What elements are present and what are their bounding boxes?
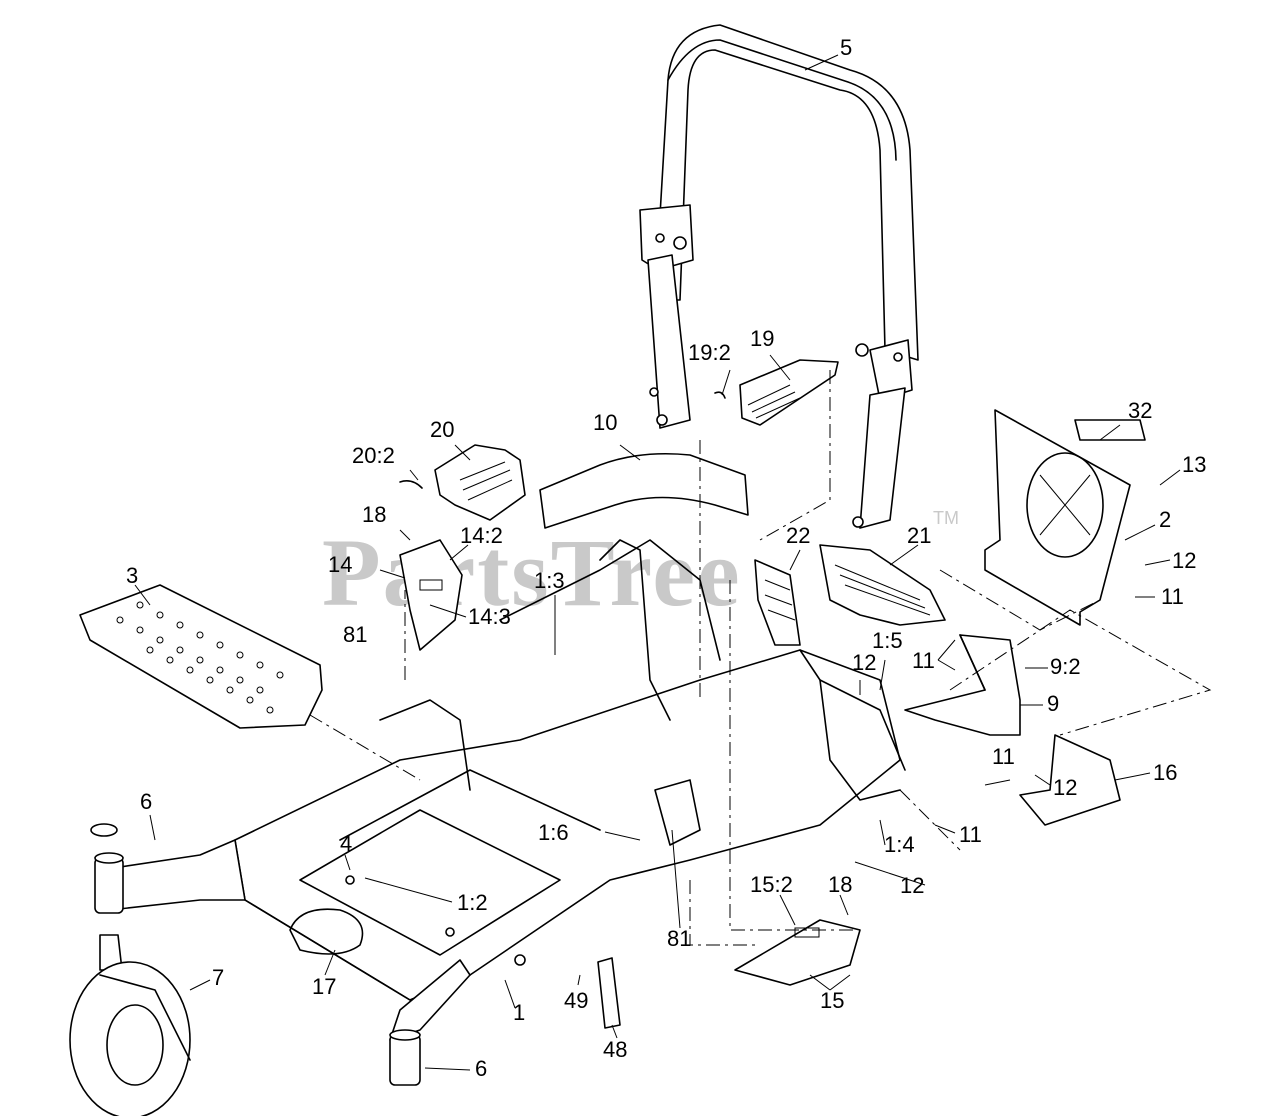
callout-1-2: 1:2: [457, 890, 488, 915]
watermark-tm: TM: [933, 508, 959, 528]
callout-19: 19: [750, 326, 774, 351]
callout-32: 32: [1128, 398, 1152, 423]
callout-11-a: 11: [1161, 584, 1184, 609]
rops-roll-bar: [639, 24, 919, 529]
part-15-plate: [734, 919, 861, 986]
callout-16: 16: [1153, 760, 1177, 785]
callout-12-b: 12: [852, 650, 876, 675]
callout-15: 15: [820, 988, 844, 1013]
callout-1: 1: [513, 1000, 525, 1025]
part-48-bracket: [597, 957, 621, 1029]
callout-14-3: 14:3: [468, 604, 511, 629]
callout-19-2: 19:2: [688, 340, 731, 365]
callout-17: 17: [312, 974, 336, 999]
callout-12-c: 12: [1053, 775, 1077, 800]
assembly-lines: [309, 370, 1212, 946]
part-2-plate: [984, 409, 1146, 626]
part-9-bracket: [904, 634, 1021, 736]
caster-assembly: [69, 823, 471, 1116]
callout-49: 49: [564, 988, 588, 1013]
callout-1-6: 1:6: [538, 820, 569, 845]
callout-3: 3: [126, 563, 138, 588]
callout-12-a: 12: [1172, 548, 1196, 573]
part-20-cover: [399, 444, 526, 521]
callout-11-b: 11: [912, 648, 935, 673]
callout-10: 10: [593, 410, 617, 435]
callout-9: 9: [1047, 691, 1059, 716]
callout-48: 48: [603, 1037, 627, 1062]
callouts: 5 19:2 19 10 32 13 20 20:2 2 18 14:2 22 …: [126, 35, 1206, 1081]
part-3-floor-pan: [79, 584, 323, 729]
part-19-cover: [714, 359, 839, 426]
callout-12-d: 12: [900, 873, 924, 898]
callout-7: 7: [212, 965, 224, 990]
callout-81-b: 81: [667, 926, 691, 951]
part-10-cover: [539, 452, 749, 529]
callout-20: 20: [430, 417, 454, 442]
callout-2: 2: [1159, 507, 1171, 532]
callout-22: 22: [786, 523, 810, 548]
leader-lines: [134, 54, 1181, 1071]
callout-18-b: 18: [828, 872, 852, 897]
callout-1-5: 1:5: [872, 628, 903, 653]
callout-14-2: 14:2: [460, 523, 503, 548]
callout-9-2: 9:2: [1050, 654, 1081, 679]
callout-20-2: 20:2: [352, 443, 395, 468]
callout-6-b: 6: [475, 1056, 487, 1081]
callout-5: 5: [840, 35, 852, 60]
callout-13: 13: [1182, 452, 1206, 477]
part-16-bracket: [1019, 734, 1121, 826]
callout-4: 4: [340, 831, 352, 856]
callout-14: 14: [328, 552, 352, 577]
callout-1-3: 1:3: [534, 568, 565, 593]
callout-6-a: 6: [140, 789, 152, 814]
callout-81-a: 81: [343, 622, 367, 647]
watermark-text: PartsTree: [322, 519, 742, 626]
callout-15-2: 15:2: [750, 872, 793, 897]
callout-1-4: 1:4: [884, 832, 915, 857]
part-14-plate: [399, 539, 463, 651]
callout-21: 21: [907, 523, 931, 548]
callout-18-a: 18: [362, 502, 386, 527]
callout-11-c: 11: [992, 744, 1015, 769]
callout-11-d: 11: [959, 822, 982, 847]
part-22-panel: [754, 559, 801, 646]
part-21-panel: [819, 544, 946, 626]
watermark: PartsTree TM: [322, 508, 959, 626]
